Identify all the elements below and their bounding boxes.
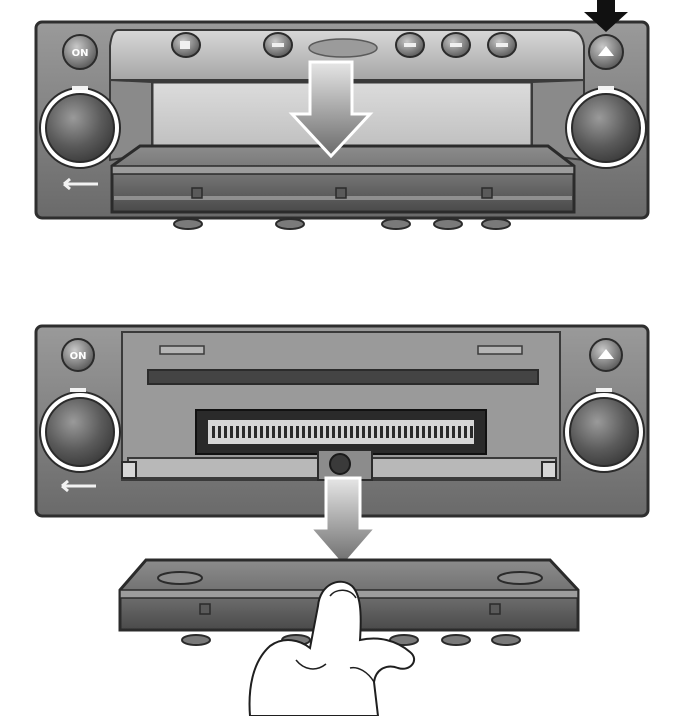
mark-right-top bbox=[598, 86, 614, 90]
eject-button[interactable] bbox=[589, 338, 623, 372]
connector-pin bbox=[404, 426, 407, 438]
connector-pin bbox=[362, 426, 365, 438]
connector-pin bbox=[302, 426, 305, 438]
connector-pins bbox=[212, 426, 473, 438]
connector-pin bbox=[416, 426, 419, 438]
preset-button-3-mark bbox=[404, 43, 416, 47]
radio-unit-bottom: ON bbox=[34, 324, 650, 716]
connector-pin bbox=[410, 426, 413, 438]
connector-pin bbox=[470, 426, 473, 438]
slot-tab-left bbox=[159, 345, 205, 355]
tuning-knob-right[interactable] bbox=[563, 391, 645, 473]
connector-pin bbox=[458, 426, 461, 438]
connector-pin bbox=[464, 426, 467, 438]
mark-left-top bbox=[72, 86, 88, 90]
radio-unit-top: ON bbox=[34, 0, 650, 230]
connector-pin bbox=[278, 426, 281, 438]
side-clip-left bbox=[121, 461, 137, 479]
connector-pin bbox=[374, 426, 377, 438]
center-oval-button[interactable] bbox=[308, 38, 378, 58]
connector-pin bbox=[254, 426, 257, 438]
connector-pin bbox=[290, 426, 293, 438]
connector-pin bbox=[428, 426, 431, 438]
connector-pin bbox=[314, 426, 317, 438]
left-arrow-mark bbox=[63, 177, 98, 191]
arrow-down-icon bbox=[288, 60, 374, 159]
connector-pin bbox=[344, 426, 347, 438]
connector-pin bbox=[338, 426, 341, 438]
connector-pin bbox=[332, 426, 335, 438]
connector-pin bbox=[266, 426, 269, 438]
connector-pin bbox=[248, 426, 251, 438]
preset-button-1-mark bbox=[180, 41, 190, 49]
arrow-down-icon bbox=[306, 476, 380, 569]
on-button[interactable]: ON bbox=[61, 338, 95, 372]
connector-pin bbox=[446, 426, 449, 438]
connector-pin bbox=[434, 426, 437, 438]
connector-pin bbox=[398, 426, 401, 438]
preset-buttons bbox=[171, 32, 517, 58]
connector-pin bbox=[368, 426, 371, 438]
connector-pin bbox=[392, 426, 395, 438]
mark-right-top bbox=[596, 388, 612, 392]
side-clip-right bbox=[541, 461, 557, 479]
connector-pin bbox=[386, 426, 389, 438]
connector-pin bbox=[212, 426, 215, 438]
eject-icon bbox=[598, 349, 614, 359]
left-arrow-mark bbox=[61, 479, 96, 493]
connector-pin bbox=[452, 426, 455, 438]
connector-pin bbox=[440, 426, 443, 438]
eject-button[interactable] bbox=[588, 34, 624, 70]
connector-pin bbox=[350, 426, 353, 438]
on-button-label: ON bbox=[72, 48, 89, 59]
connector-pin bbox=[272, 426, 275, 438]
connector-pin bbox=[308, 426, 311, 438]
disc-slot bbox=[147, 369, 539, 385]
connector-pin bbox=[422, 426, 425, 438]
volume-knob-left[interactable] bbox=[39, 87, 121, 169]
connector-pin bbox=[356, 426, 359, 438]
connector-pin bbox=[218, 426, 221, 438]
connector-pin bbox=[320, 426, 323, 438]
connector-pin bbox=[242, 426, 245, 438]
on-button-label: ON bbox=[70, 351, 87, 362]
faceplate-connector bbox=[195, 409, 487, 455]
slot-tab-right bbox=[477, 345, 523, 355]
preset-button-5-mark bbox=[496, 43, 508, 47]
tuning-knob-right[interactable] bbox=[565, 87, 647, 169]
eject-icon bbox=[598, 46, 614, 56]
faceplate-folded[interactable] bbox=[110, 144, 576, 230]
connector-pin bbox=[284, 426, 287, 438]
connector-pin bbox=[380, 426, 383, 438]
connector-pin bbox=[260, 426, 263, 438]
connector-pin bbox=[326, 426, 329, 438]
preset-button-4-mark bbox=[450, 43, 462, 47]
mark-left-top bbox=[70, 388, 86, 392]
connector-pin bbox=[296, 426, 299, 438]
hand-icon bbox=[248, 580, 416, 716]
volume-knob-left[interactable] bbox=[39, 391, 121, 473]
preset-button-2-mark bbox=[272, 43, 284, 47]
connector-pin bbox=[230, 426, 233, 438]
connector-pin bbox=[236, 426, 239, 438]
release-latch-knob bbox=[329, 453, 351, 475]
arrow-down-icon bbox=[584, 0, 628, 32]
on-button[interactable]: ON bbox=[62, 34, 98, 70]
connector-pin bbox=[224, 426, 227, 438]
